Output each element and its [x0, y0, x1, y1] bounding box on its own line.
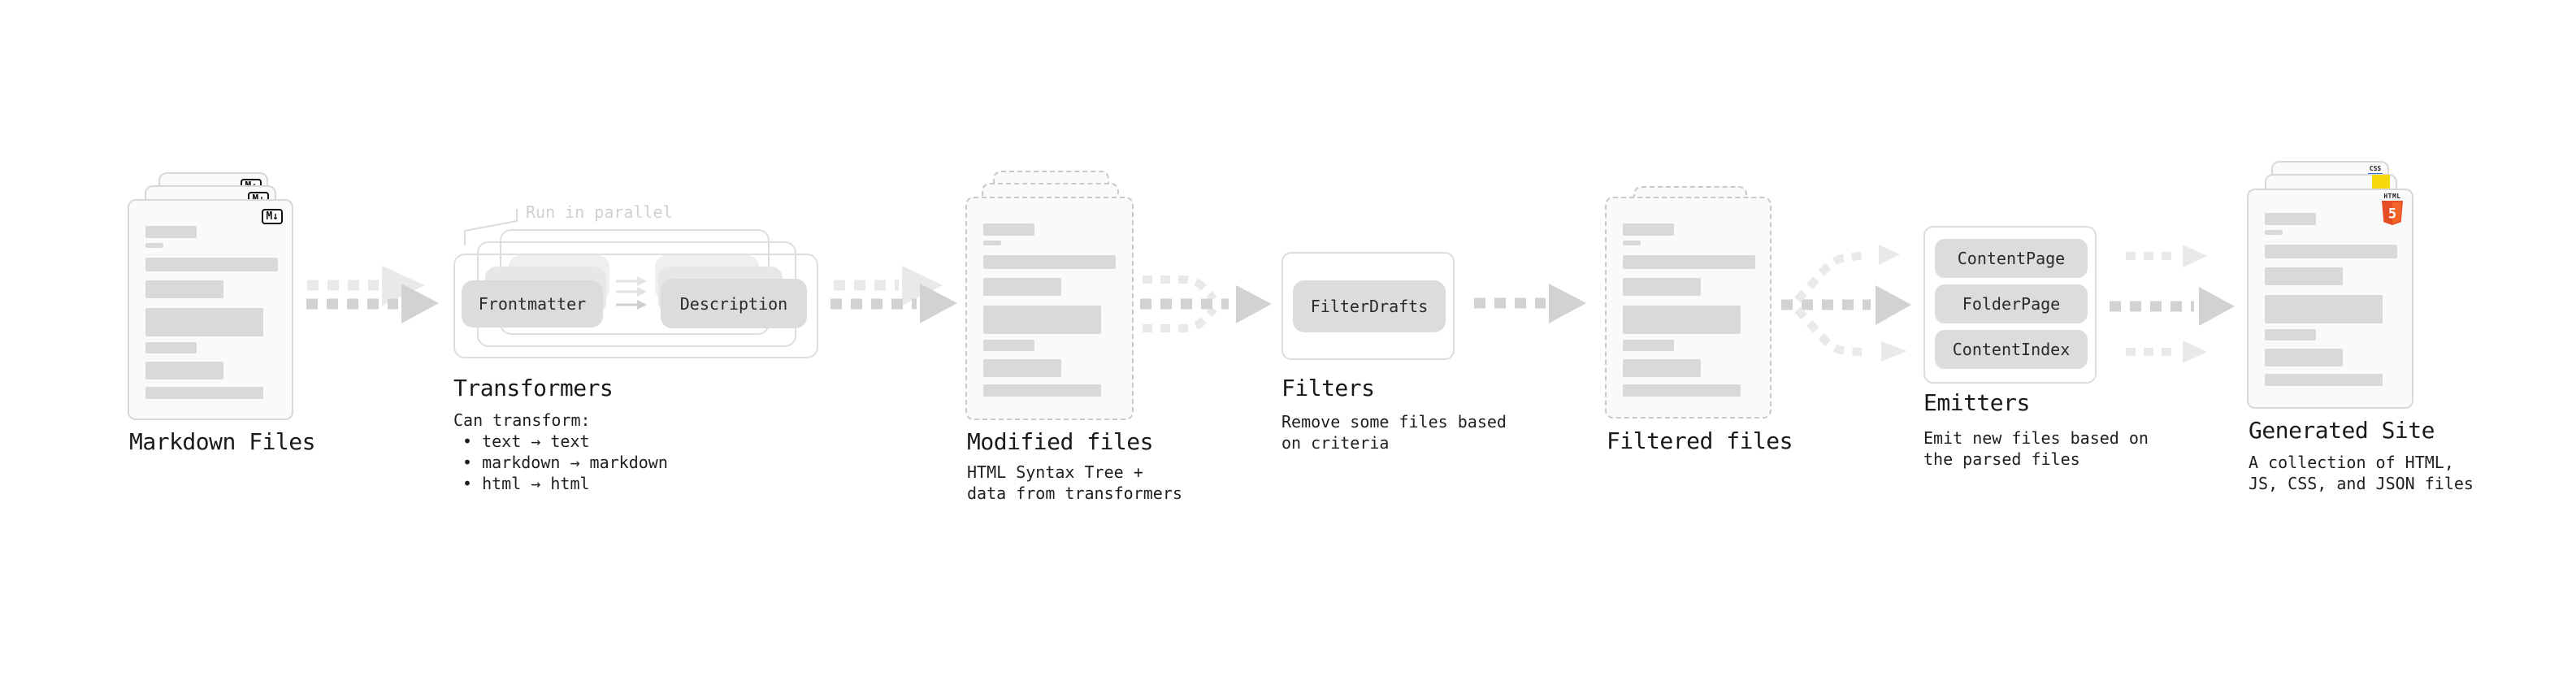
js-icon [2372, 175, 2390, 193]
text-line-bar [1623, 306, 1741, 334]
text-line-bar [983, 359, 1061, 377]
text-line-bar [1623, 340, 1674, 351]
text-line-bar [145, 308, 263, 336]
svg-text:5: 5 [2388, 206, 2396, 223]
arrow-modified-to-filters-merge [1140, 275, 1272, 332]
transformer-box-front [453, 254, 818, 358]
text-line-bar [145, 258, 278, 271]
text-line-bar [983, 241, 1001, 245]
filtered-file-page-front [1605, 197, 1772, 419]
text-line-bar [1623, 255, 1755, 269]
emitters-box: ContentPage FolderPage ContentIndex [1923, 226, 2097, 384]
text-line-bar [2265, 230, 2283, 235]
markdown-icon: M↓ [262, 209, 283, 224]
modified-files-subtitle: HTML Syntax Tree + data from transformer… [967, 462, 1182, 504]
text-line-bar [145, 280, 223, 298]
text-line-bar [983, 384, 1101, 397]
transformers-description: Can transform: • text → text • markdown … [453, 410, 668, 494]
text-line-bar [2265, 267, 2343, 285]
text-line-bar [145, 362, 223, 380]
text-line-bar [983, 340, 1034, 351]
arrow-emitters-to-generated [2110, 245, 2235, 363]
transformers-title: Transformers [453, 375, 614, 401]
emitters-subtitle: Emit new files based on the parsed files [1923, 427, 2149, 470]
document-text-bars [2265, 213, 2397, 386]
subtitle-line: on criteria [1281, 433, 1390, 453]
markdown-files-title: Markdown Files [129, 428, 316, 455]
run-in-parallel-label: Run in parallel [526, 202, 673, 222]
subtitle-line: the parsed files [1923, 449, 2080, 469]
text-line-bar [1623, 278, 1701, 296]
html5-shield: 5 [2382, 201, 2403, 225]
subtitle-line: Remove some files based [1281, 412, 1507, 432]
modified-files-stack [965, 171, 1134, 420]
subtitle-line: Emit new files based on [1923, 428, 2149, 448]
text-line-bar [145, 243, 163, 248]
filtered-files-stack [1605, 186, 1772, 420]
markdown-file-page-front: M↓ [128, 199, 293, 420]
html-file-page: HTML 5 [2247, 189, 2413, 409]
text-line-bar [1623, 241, 1641, 245]
text-line-bar [145, 226, 197, 238]
text-line-bar [983, 255, 1116, 269]
transformer-parallel-arrows [616, 276, 647, 310]
document-text-bars [983, 223, 1116, 397]
text-line-bar [2265, 349, 2343, 367]
text-line-bar [2265, 329, 2316, 340]
text-line-bar [2265, 213, 2316, 225]
generated-site-title: Generated Site [2249, 417, 2435, 444]
arrow-transformers-to-modified [830, 266, 957, 323]
transformers-bullet: • text → text [462, 432, 590, 451]
text-line-bar [1623, 384, 1741, 397]
text-line-bar [2265, 295, 2383, 323]
text-line-bar [2265, 374, 2383, 386]
text-line-bar [145, 387, 263, 399]
description-pill: Description [661, 279, 807, 328]
transformers-bullet: • markdown → markdown [462, 453, 668, 472]
html5-icon: HTML 5 [2381, 193, 2404, 225]
arrow-markdown-to-transformers [306, 266, 439, 323]
text-line-bar [983, 223, 1034, 236]
filters-title: Filters [1281, 375, 1375, 401]
modified-files-title: Modified files [967, 428, 1154, 455]
subtitle-line: data from transformers [967, 484, 1182, 503]
modified-file-page-front [965, 197, 1134, 420]
filterdrafts-pill: FilterDrafts [1293, 280, 1446, 332]
css-icon-label: CSS [2369, 165, 2382, 172]
transformers-description-lead: Can transform: [453, 410, 591, 430]
html5-icon-label: HTML [2383, 193, 2401, 200]
text-line-bar [1623, 359, 1701, 377]
text-line-bar [1623, 223, 1674, 236]
run-in-parallel-callout-line [464, 209, 518, 245]
arrow-filtered-to-emitters-diverge [1781, 245, 1911, 362]
subtitle-line: JS, CSS, and JSON files [2249, 474, 2474, 493]
contentpage-pill: ContentPage [1935, 239, 2088, 278]
markdown-files-stack: M↓ M↓ M↓ [128, 172, 293, 420]
emitters-title: Emitters [1923, 389, 2030, 416]
folderpage-pill: FolderPage [1935, 284, 2088, 323]
text-line-bar [983, 278, 1061, 296]
filters-subtitle: Remove some files based on criteria [1281, 411, 1507, 453]
document-text-bars [145, 226, 278, 399]
text-line-bar [145, 342, 197, 354]
arrow-filters-to-filtered [1474, 284, 1586, 323]
text-line-bar [983, 306, 1101, 334]
text-line-bar [2265, 245, 2397, 258]
subtitle-line: HTML Syntax Tree + [967, 462, 1143, 482]
generated-site-stack: CSS HTML 5 [2247, 161, 2413, 409]
frontmatter-pill: Frontmatter [462, 280, 603, 327]
subtitle-line: A collection of HTML, [2249, 453, 2454, 472]
filters-box: FilterDrafts [1281, 252, 1455, 360]
document-text-bars [1623, 223, 1755, 397]
generated-site-subtitle: A collection of HTML, JS, CSS, and JSON … [2249, 452, 2474, 494]
filtered-files-title: Filtered files [1607, 427, 1793, 454]
contentindex-pill: ContentIndex [1935, 330, 2088, 369]
transformers-bullet: • html → html [462, 474, 590, 493]
